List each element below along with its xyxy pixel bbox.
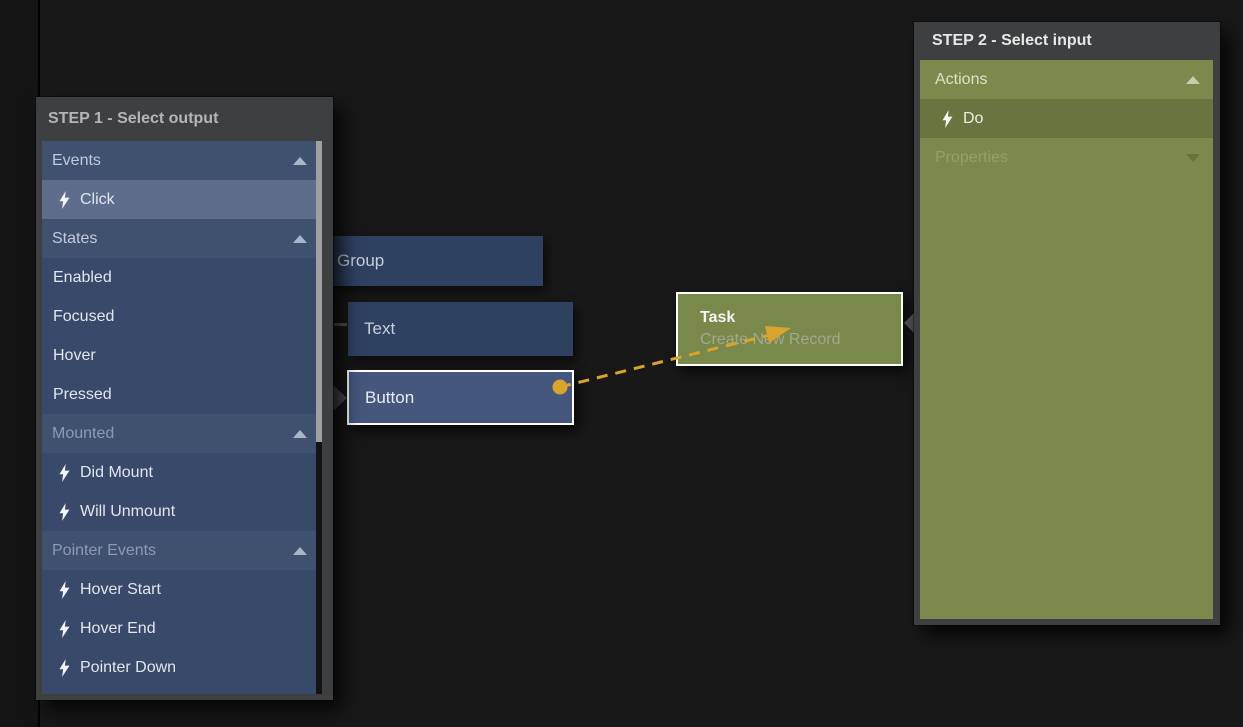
child-connection-stub <box>334 323 347 326</box>
list-item-focused[interactable]: Focused <box>42 297 316 336</box>
list-item-did-mount[interactable]: Did Mount <box>42 453 316 492</box>
row-label: Do <box>963 109 984 127</box>
row-label: Hover Start <box>80 580 161 598</box>
list-item-click[interactable]: Click <box>42 180 316 219</box>
row-label: Properties <box>935 148 1008 166</box>
category-row-pointer-events[interactable]: Pointer Events <box>42 531 316 570</box>
list-item-pressed[interactable]: Pressed <box>42 375 316 414</box>
node-text[interactable]: Text <box>348 302 573 356</box>
row-label: Events <box>52 151 101 169</box>
chevron-up-icon <box>1186 75 1200 84</box>
row-label: Pressed <box>53 385 112 403</box>
row-label: Click <box>80 190 115 208</box>
lightning-icon <box>58 580 71 599</box>
row-label: Focused <box>53 307 115 325</box>
lightning-icon <box>58 658 71 677</box>
row-label: Did Mount <box>80 463 153 481</box>
node-task-title: Task <box>700 309 736 326</box>
output-port-arrow-icon <box>332 384 347 412</box>
list-item-do[interactable]: Do <box>920 99 1213 138</box>
category-row-mounted[interactable]: Mounted <box>42 414 316 453</box>
category-row-properties[interactable]: Properties <box>920 138 1213 177</box>
node-group-label: Group <box>337 251 385 270</box>
lightning-icon <box>58 619 71 638</box>
chevron-up-icon <box>293 156 307 165</box>
row-label: Will Unmount <box>80 502 176 520</box>
lightning-icon <box>58 502 71 521</box>
chevron-up-icon <box>293 546 307 555</box>
node-task[interactable]: Task Create New Record <box>676 292 903 366</box>
step1-scrollbar[interactable] <box>316 141 322 694</box>
list-item-hover-end[interactable]: Hover End <box>42 609 316 648</box>
list-item-will-unmount[interactable]: Will Unmount <box>42 492 316 531</box>
node-button[interactable]: Button <box>347 370 574 425</box>
row-label: Pointer Down <box>80 658 177 676</box>
category-row-events[interactable]: Events <box>42 141 316 180</box>
step1-panel-title: STEP 1 - Select output <box>48 110 219 127</box>
step1-scrollbar-thumb[interactable] <box>316 141 322 442</box>
node-group[interactable]: Group <box>321 236 543 286</box>
row-label: Hover End <box>80 619 156 637</box>
list-item-hover-start[interactable]: Hover Start <box>42 570 316 609</box>
list-item-enabled[interactable]: Enabled <box>42 258 316 297</box>
category-row-states[interactable]: States <box>42 219 316 258</box>
node-task-subtitle: Create New Record <box>700 331 841 348</box>
row-label: Hover <box>53 346 96 364</box>
row-label: States <box>52 229 98 247</box>
category-row-actions[interactable]: Actions <box>920 60 1213 99</box>
chevron-down-icon <box>1186 153 1200 162</box>
lightning-icon <box>941 109 954 128</box>
row-label: Actions <box>935 70 988 88</box>
node-button-label: Button <box>365 387 415 407</box>
row-label: Mounted <box>52 424 115 442</box>
list-item-pointer-down[interactable]: Pointer Down <box>42 648 316 687</box>
canvas-left-margin <box>0 0 38 727</box>
node-text-label: Text <box>364 319 396 338</box>
chevron-up-icon <box>293 234 307 243</box>
lightning-icon <box>58 190 71 209</box>
row-label: Pointer Events <box>52 541 157 559</box>
lightning-icon <box>58 463 71 482</box>
list-item-hover[interactable]: Hover <box>42 336 316 375</box>
row-label: Enabled <box>53 268 112 286</box>
step2-panel-title: STEP 2 - Select input <box>932 32 1092 49</box>
chevron-up-icon <box>293 429 307 438</box>
